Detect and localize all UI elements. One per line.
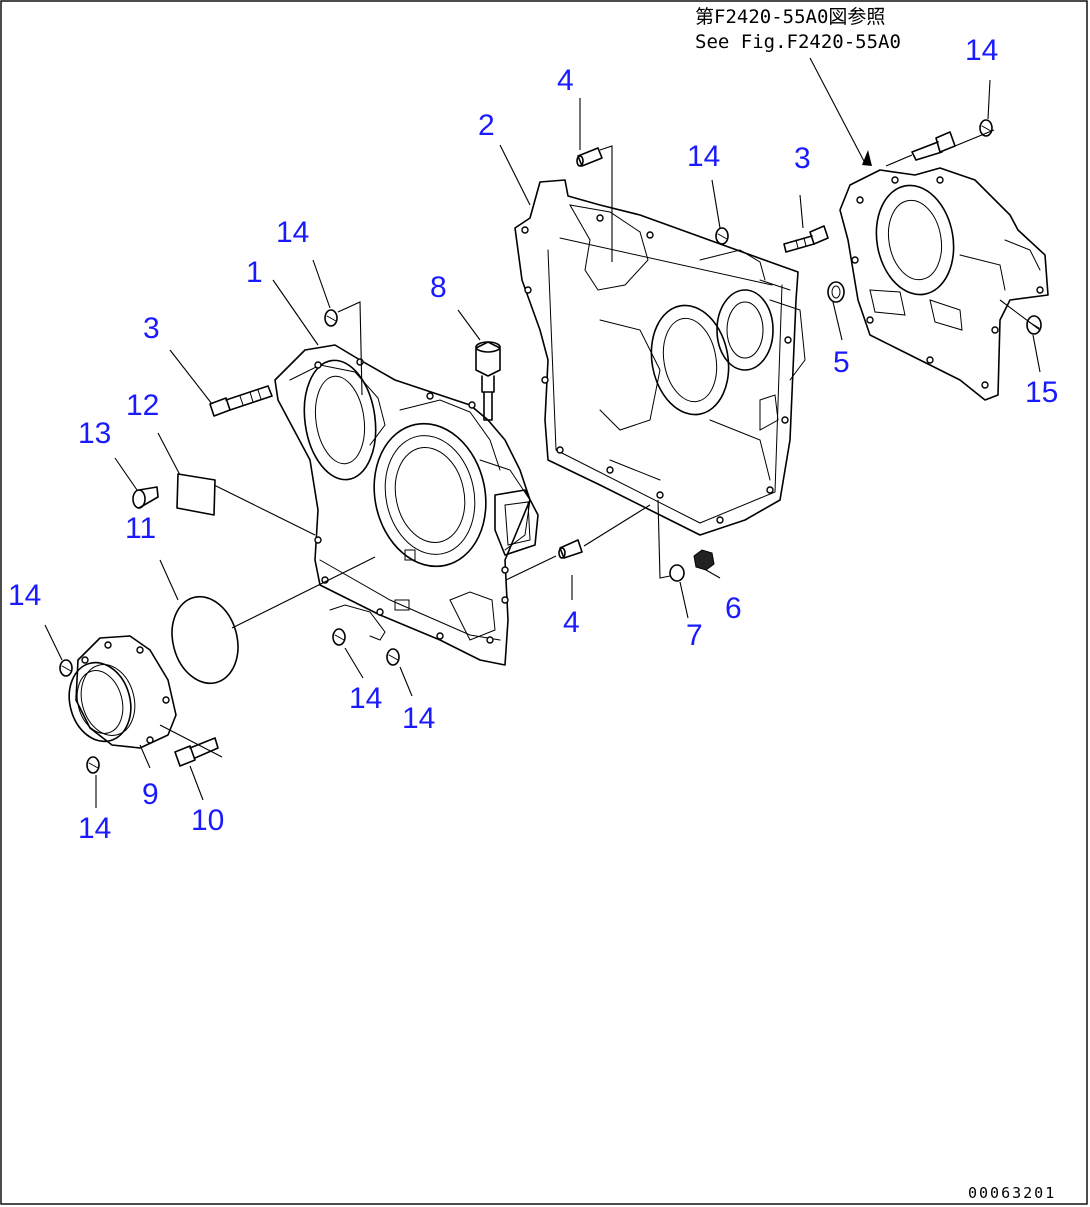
callout-3: 3 — [794, 142, 811, 175]
part-12-plate — [176, 473, 216, 516]
part-3-bolt-right — [783, 225, 829, 253]
plug-14-c — [979, 119, 993, 137]
rear-cover-reference-part — [839, 167, 1049, 401]
part-14-plugs — [59, 119, 993, 774]
callout-13: 13 — [78, 417, 111, 450]
reference-arrow — [862, 150, 872, 166]
callout-15: 15 — [1025, 376, 1058, 409]
part-8-breather — [475, 341, 501, 421]
callout-14: 14 — [965, 34, 998, 67]
callout-14: 14 — [402, 702, 435, 735]
callout-5: 5 — [833, 346, 850, 379]
plug-14-f — [386, 648, 400, 666]
drawing-code: 00063201 — [968, 1184, 1056, 1202]
part-4-dowel-pin-bottom — [558, 539, 583, 559]
callout-14: 14 — [8, 579, 41, 612]
callout-10: 10 — [191, 804, 224, 837]
rear-cover-bolt-holes — [851, 176, 1044, 389]
callout-4: 4 — [557, 64, 574, 97]
callout-14: 14 — [78, 812, 111, 845]
plug-14-g — [86, 756, 100, 774]
part-5-plug — [827, 281, 845, 303]
callout-4: 4 — [563, 606, 580, 639]
callout-7: 7 — [686, 619, 703, 652]
callout-11: 11 — [125, 512, 156, 545]
callout-14: 14 — [276, 216, 309, 249]
plug-14-e — [332, 628, 346, 646]
plug-14-a — [324, 309, 338, 327]
callout-8: 8 — [430, 271, 447, 304]
rear-bolt — [911, 131, 956, 161]
callout-1: 1 — [246, 256, 263, 289]
part-11-o-ring — [171, 595, 239, 685]
callout-14: 14 — [687, 140, 720, 173]
callout-9: 9 — [142, 778, 159, 811]
callout-14: 14 — [349, 682, 382, 715]
reference-note-jp: 第F2420-55A0図参照 — [695, 6, 885, 28]
callout-2: 2 — [478, 109, 495, 142]
leader-lines — [44, 57, 1041, 808]
callout-6: 6 — [725, 592, 742, 625]
part-4-dowel-pin-top — [576, 147, 603, 167]
part-7-gasket — [669, 564, 685, 582]
reference-note-en: See Fig.F2420-55A0 — [695, 31, 901, 53]
case-bolt-holes — [521, 214, 792, 524]
plug-14-d — [59, 659, 73, 677]
part-1-front-case — [274, 344, 539, 666]
part-3-bolt-left — [209, 385, 273, 417]
callout-3: 3 — [143, 312, 160, 345]
callout-labels: 1 2 3 3 4 4 5 6 7 8 9 10 11 12 13 14 14 … — [8, 34, 1058, 845]
plug-14-b — [715, 227, 729, 245]
part-9-bearing-cage — [68, 635, 177, 749]
part-2-transmission-case — [514, 179, 806, 536]
callout-12: 12 — [126, 389, 159, 422]
part-6-drain-plug — [693, 549, 715, 571]
part-13-rivet — [132, 486, 159, 509]
part-10-bolt — [174, 737, 219, 767]
cover-bolt-holes — [314, 358, 509, 644]
